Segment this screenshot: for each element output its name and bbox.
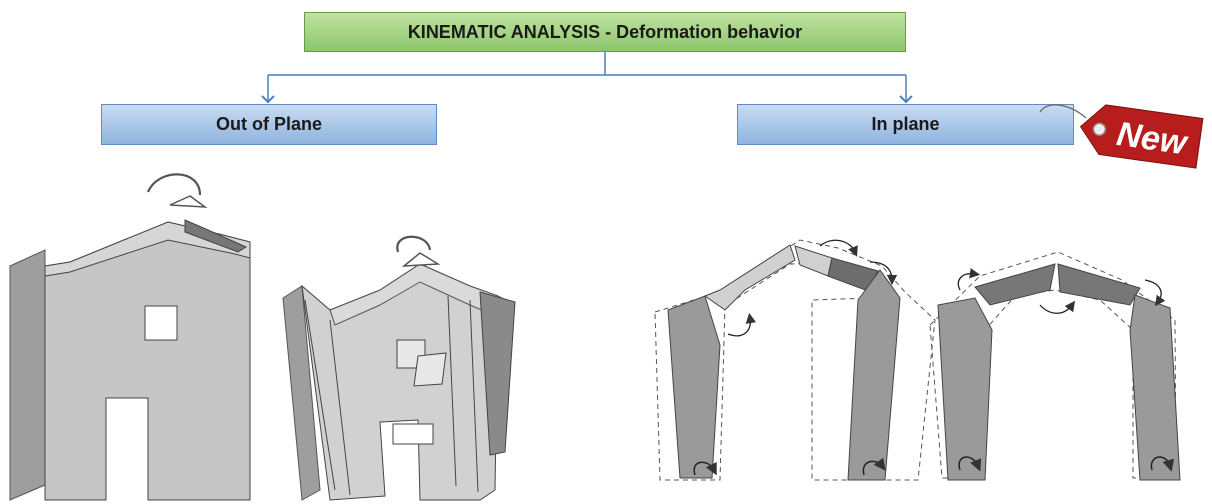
in-plane-arch-2 (929, 251, 1181, 481)
rotation-arrow-icon (1039, 300, 1076, 314)
out-of-plane-wall-2 (282, 263, 516, 501)
rotation-arrow-icon (958, 456, 982, 472)
rotation-arrow-icon (869, 261, 898, 286)
out-of-plane-box: Out of Plane (101, 104, 437, 145)
tag-hole-icon (1092, 122, 1107, 137)
rotation-arrow-icon (819, 239, 858, 257)
in-plane-box: In plane (737, 104, 1074, 145)
rotation-arrow-icon (957, 268, 981, 291)
tag-string (1039, 104, 1087, 119)
rotation-arrow-icon (146, 173, 202, 196)
rotation-arrow-icon (693, 461, 717, 476)
diagram-title: KINEMATIC ANALYSIS - Deformation behavio… (304, 12, 906, 52)
out-of-plane-wall-1 (9, 219, 251, 501)
rotation-arrow-icon (169, 195, 208, 208)
rotation-arrow-icon (1144, 279, 1166, 307)
rotation-arrow-icon (1150, 456, 1175, 472)
rotation-arrow-icon (727, 312, 756, 337)
in-plane-arch-1 (654, 239, 936, 481)
rotation-arrow-icon (401, 252, 441, 267)
rotation-arrow-icon (396, 235, 432, 253)
rotation-arrow-icon (862, 457, 886, 476)
